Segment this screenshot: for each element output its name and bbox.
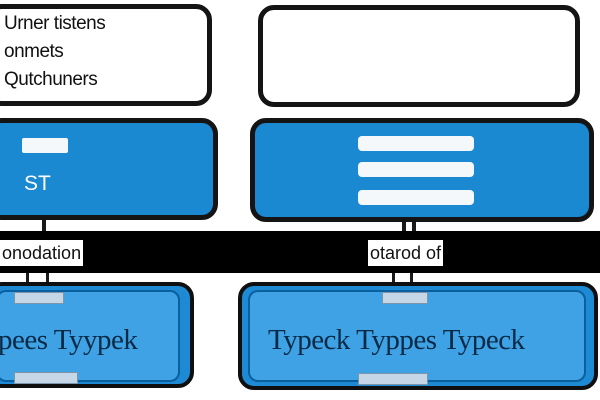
menu-icon-line <box>358 190 474 205</box>
note-line-2: onmets <box>4 41 64 62</box>
tab-label <box>382 292 428 304</box>
note-line-1: Urner tistens <box>4 13 106 34</box>
connector-line <box>412 222 416 232</box>
band-label-right: otarod of <box>368 240 444 266</box>
connector-line <box>46 273 49 287</box>
menu-icon-line <box>358 136 474 151</box>
note-line-3: Qutchuners <box>4 69 98 90</box>
card-text-left: pees Tyypek <box>0 324 138 356</box>
blue-box-left <box>0 118 218 220</box>
note-box <box>0 4 212 106</box>
connector-line <box>410 273 413 287</box>
connector-line <box>402 222 406 232</box>
tab-label <box>14 372 78 384</box>
tab-label <box>358 373 428 385</box>
empty-box <box>258 5 580 107</box>
note-text-lines: Urner tistens onmets Qutchuners <box>4 10 106 94</box>
card-text-right: Typeck Typpes Typeck <box>268 324 525 356</box>
menu-icon-line <box>358 162 474 177</box>
tab-label <box>14 292 64 304</box>
type-card-inner <box>0 290 180 382</box>
band-label-left: onodation <box>0 240 84 266</box>
blue-box-label: ST <box>24 172 51 195</box>
connector-line <box>42 220 46 232</box>
type-card-inner <box>248 290 586 382</box>
black-band <box>0 231 600 273</box>
placeholder-bar <box>22 138 68 153</box>
connector-line <box>26 273 29 287</box>
connector-line <box>392 273 395 287</box>
